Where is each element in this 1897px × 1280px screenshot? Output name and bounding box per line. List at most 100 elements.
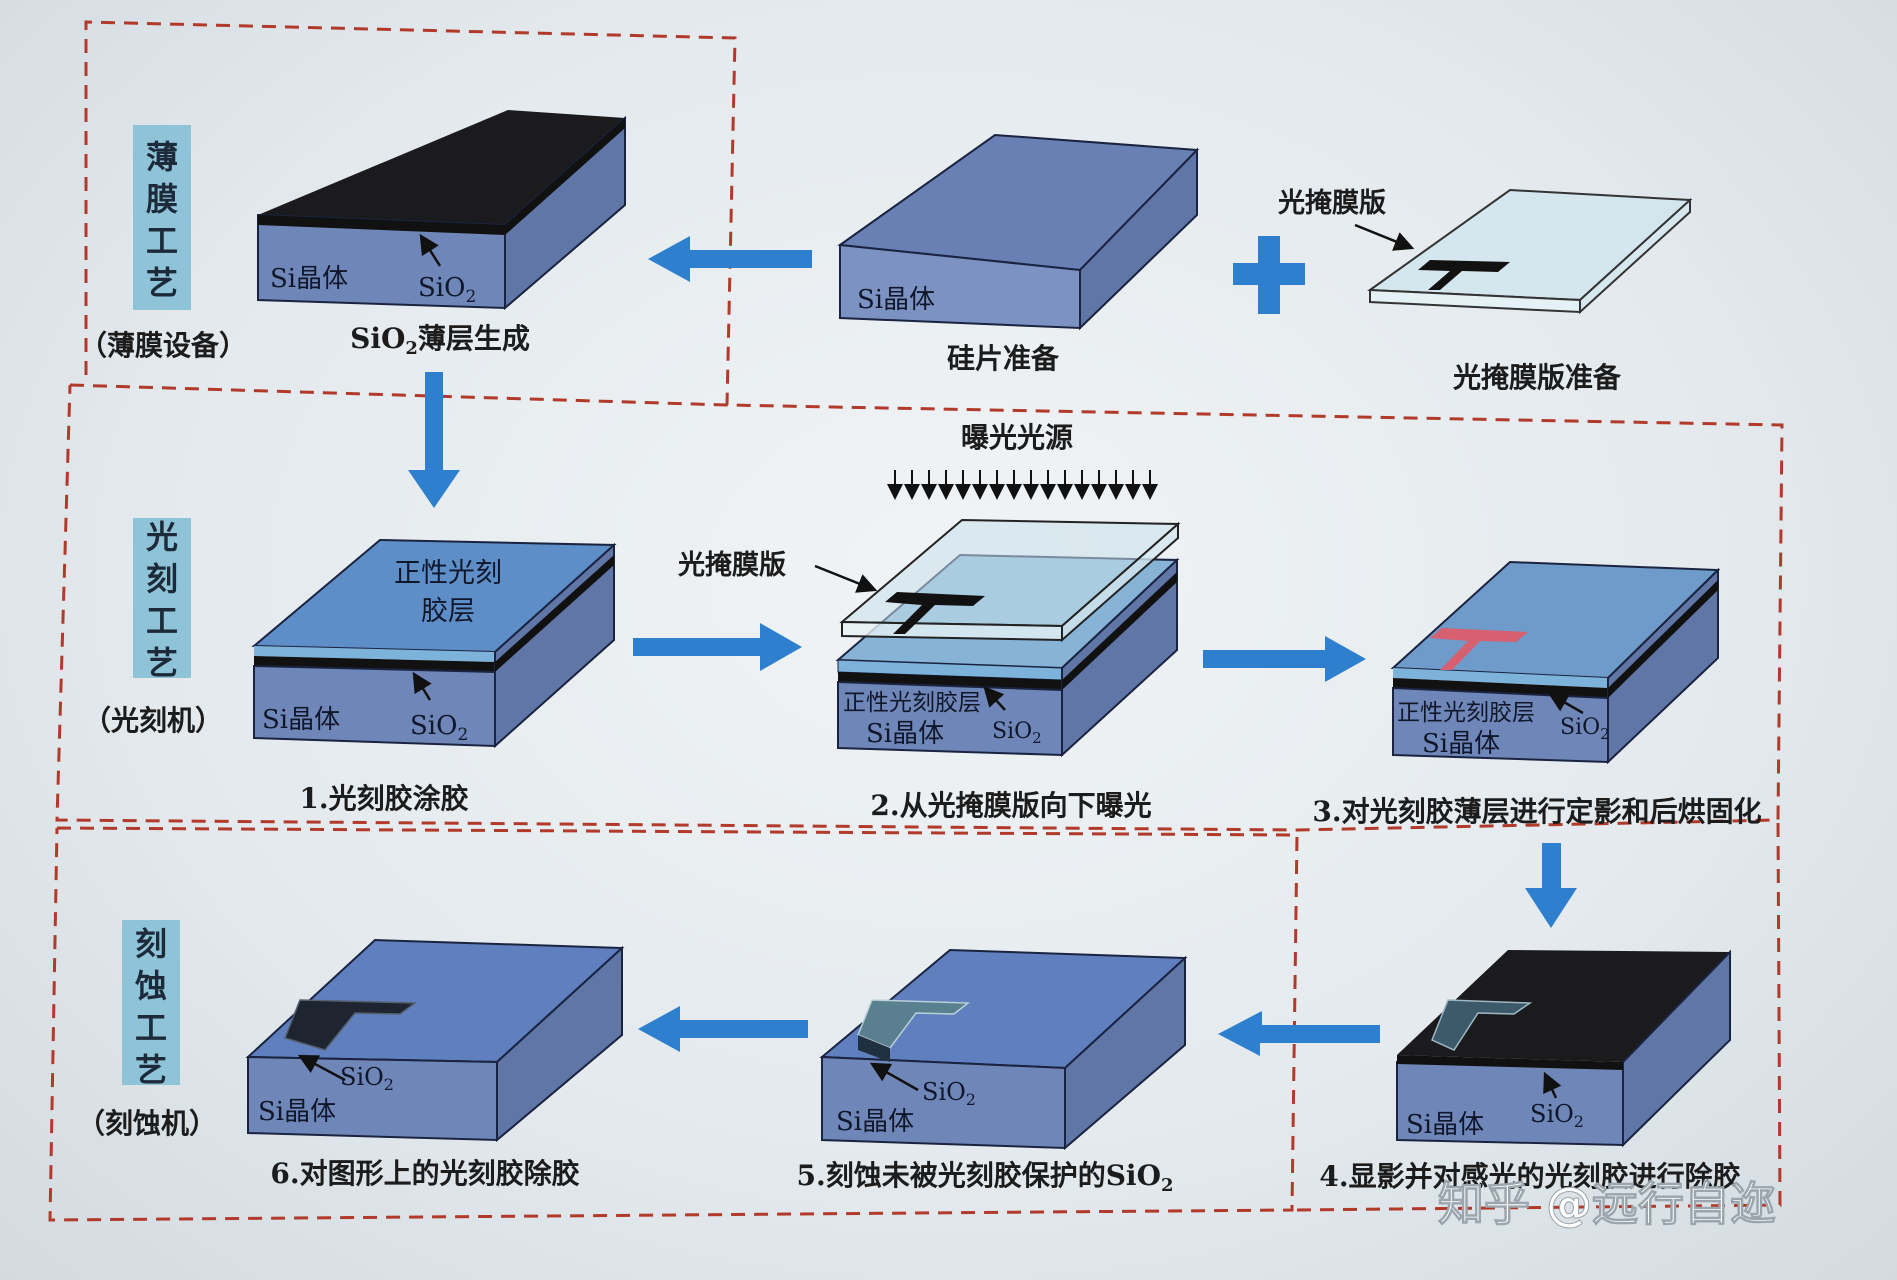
block-wafer: Si晶体	[837, 133, 1200, 331]
block-step4-strip: Si晶体 SiO2	[1396, 949, 1731, 1148]
si-crystal-label: Si晶体	[258, 1097, 336, 1127]
sio2-layer-front	[1397, 1055, 1623, 1070]
block-side	[494, 542, 615, 749]
stage-etching-char-2: 蚀	[135, 967, 167, 1005]
caption-sio2-growth: SiO2薄层生成	[350, 322, 530, 359]
stage-lithography-char-4: 艺	[146, 644, 178, 682]
mask-front	[841, 620, 1063, 642]
thin-film-region-border	[84, 20, 737, 406]
sio2-pointer	[1547, 692, 1584, 715]
watermark: 知乎 @远行自迩	[1438, 1177, 1776, 1231]
sio2-label: SiO2	[922, 1078, 976, 1109]
sio2-pointer	[297, 1054, 346, 1082]
mask-pointer	[1354, 223, 1415, 251]
sio2-layer-side	[505, 118, 625, 235]
si-crystal-label: Si晶体	[1422, 729, 1500, 759]
block-side	[1079, 147, 1198, 331]
si-crystal-label: Si晶体	[1406, 1110, 1484, 1140]
block-side	[1064, 955, 1186, 1151]
sio2-pointer	[1543, 1071, 1562, 1099]
arrow-wafer-to-sio2	[648, 236, 812, 282]
caption-step3: 3.对光刻胶薄层进行定影和后烘固化	[1312, 795, 1761, 828]
exposure-arrows	[887, 470, 1158, 500]
sio2-layer-front	[838, 672, 1062, 690]
stage-lithography-char-2: 刻	[146, 560, 178, 598]
arrow-step1-to-step2	[633, 623, 802, 671]
block-step1-coating: 正性光刻 胶层 Si晶体 SiO2	[251, 538, 617, 749]
sio2-t-structure	[284, 999, 418, 1051]
sio2-label: SiO2	[340, 1063, 394, 1094]
resist-label-line1: 正性光刻	[394, 558, 502, 589]
caption-wafer-prep: 硅片准备	[947, 342, 1060, 375]
stage-thin-film-char-4: 艺	[146, 264, 178, 302]
si-crystal-label: Si晶体	[836, 1107, 914, 1137]
resist-layer-label: 正性光刻胶层	[1397, 700, 1535, 726]
stage-label-lithography: 光 刻 工 艺 （光刻机）	[83, 518, 223, 737]
caption-step1: 1.光刻胶涂胶	[299, 782, 468, 815]
stage-etching-char-1: 刻	[135, 925, 167, 963]
caption-step5: 5.刻蚀未被光刻胶保护的SiO2	[796, 1159, 1173, 1196]
photomask-label: 光掩膜版	[1277, 188, 1386, 219]
stage-lithography-char-3: 工	[146, 602, 178, 640]
mask-t-pattern	[1418, 260, 1510, 290]
stage-lithography-char-1: 光	[146, 518, 178, 556]
si-crystal-label: Si晶体	[262, 705, 340, 735]
sio2-layer-side	[495, 555, 614, 672]
exposed-t-pattern	[1430, 628, 1528, 670]
stage-etching-equipment: （刻蚀机）	[77, 1107, 217, 1140]
etching-region-border	[48, 826, 1299, 1222]
mask-side	[1061, 521, 1179, 643]
block-step2-exposure: 曝光光源 光掩膜版	[677, 421, 1181, 758]
resist-layer-label: 正性光刻胶层	[843, 690, 981, 716]
sio2-label: SiO2	[992, 719, 1042, 747]
stage-etching-char-3: 工	[135, 1009, 167, 1047]
resist-layer-front	[254, 646, 495, 662]
si-crystal-label: Si晶体	[857, 285, 935, 315]
mask-pointer	[814, 564, 878, 593]
sio2-layer-front	[254, 656, 495, 672]
block-top	[1397, 950, 1730, 1062]
si-crystal-label: Si晶体	[866, 719, 944, 749]
block-step5-etch: SiO2 Si晶体	[819, 948, 1188, 1151]
block-side	[1607, 567, 1719, 765]
caption-step6: 6.对图形上的光刻胶除胶	[270, 1157, 579, 1190]
lithography-region-border	[55, 383, 1784, 832]
sio2-layer-front	[258, 215, 505, 235]
sio2-t-shadow	[858, 1035, 890, 1062]
stage-thin-film-char-1: 薄	[146, 138, 178, 176]
block-sio2-growth: Si晶体 SiO2	[257, 110, 626, 311]
resist-layer-front	[1393, 668, 1608, 688]
region-borders	[48, 20, 1784, 1222]
arrow-step2-to-step3	[1203, 636, 1366, 682]
sio2-label: SiO2	[418, 273, 476, 307]
stage-label-etching: 刻 蚀 工 艺 （刻蚀机）	[77, 920, 217, 1140]
sio2-label: SiO2	[1560, 715, 1610, 743]
sio2-pointer	[869, 1062, 919, 1092]
block-step6-strip-resist: SiO2 Si晶体	[245, 938, 625, 1143]
si-crystal-label: Si晶体	[270, 264, 348, 294]
caption-step2: 2.从光掩膜版向下曝光	[870, 789, 1151, 822]
caption-mask-prep: 光掩膜版准备	[1452, 361, 1622, 394]
flow-arrows	[408, 236, 1577, 1056]
arrow-sio2-to-step1	[408, 372, 460, 508]
arrow-step5-to-step6	[638, 1006, 808, 1052]
sio2-layer-side	[1062, 572, 1177, 690]
block-step3-develop: 正性光刻胶层 Si晶体 SiO2	[1390, 560, 1721, 765]
etching-region-right-border	[1296, 819, 1782, 1212]
stage-thin-film-char-3: 工	[146, 222, 178, 260]
light-source-label: 曝光光源	[961, 421, 1073, 454]
photomask-standalone: 光掩膜版	[1277, 188, 1693, 315]
mask-t-pattern	[885, 592, 985, 634]
block-side	[496, 945, 623, 1143]
sio2-label: SiO2	[410, 711, 468, 745]
sio2-pointer	[412, 671, 432, 701]
stage-label-thin-film: 薄 膜 工 艺 （薄膜设备）	[79, 125, 247, 362]
arrow-step4-to-step5-body	[1218, 1012, 1380, 1056]
sio2-t-structure	[1431, 999, 1533, 1051]
mask-side	[1579, 197, 1691, 315]
sio2-label: SiO2	[1530, 1100, 1584, 1131]
caption-step4: 4.显影并对感光的光刻胶进行除胶	[1319, 1160, 1740, 1193]
plus-sign	[1233, 236, 1305, 314]
